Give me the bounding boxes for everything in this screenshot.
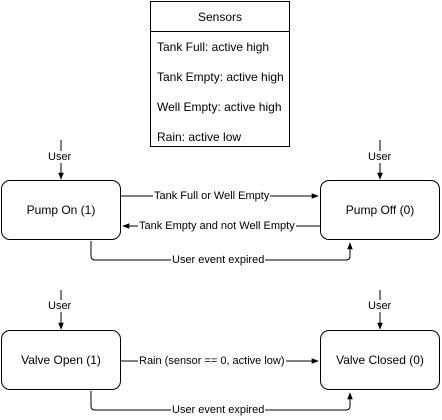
pump-off-state: Pump Off (0) (320, 180, 440, 240)
valve-open-user-label: User (47, 300, 73, 312)
pump-to-off-label: Tank Full or Well Empty (153, 190, 271, 202)
sensors-title: Sensors (151, 2, 289, 32)
valve-to-closed-label: Rain (sensor == 0, active low) (138, 355, 286, 367)
pump-expired-label: User event expired (171, 254, 266, 266)
pump-off-user-label: User (367, 151, 393, 163)
sensor-tank-full: Tank Full: active high (157, 40, 270, 54)
pump-to-on-label: Tank Empty and not Well Empty (138, 220, 296, 232)
sensor-rain: Rain: active low (157, 130, 242, 144)
sensor-tank-empty: Tank Empty: active high (157, 70, 284, 84)
valve-expired-label: User event expired (171, 404, 266, 416)
sensor-well-empty: Well Empty: active high (157, 100, 282, 114)
valve-closed-user-label: User (367, 300, 393, 312)
valve-open-state: Valve Open (1) (1, 330, 121, 390)
valve-closed-state: Valve Closed (0) (320, 330, 440, 390)
pump-on-user-label: User (47, 151, 73, 163)
pump-on-state: Pump On (1) (1, 180, 121, 240)
sensors-table: Sensors Tank Full: active high Tank Empt… (150, 1, 290, 147)
